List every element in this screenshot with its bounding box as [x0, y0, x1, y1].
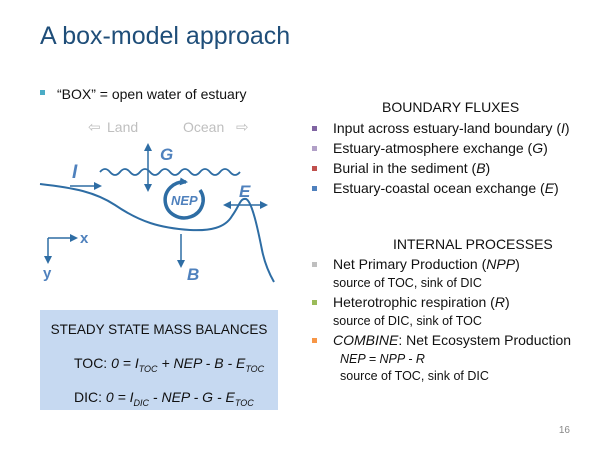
water-surface-wave [100, 169, 240, 175]
bullet-square [312, 338, 317, 343]
mass-balance-heading: STEADY STATE MASS BALANCES [40, 322, 278, 337]
internal-processes-heading: INTERNAL PROCESSES [393, 236, 553, 252]
list-item: COMBINE: Net Ecosystem Production [312, 332, 571, 352]
ocean-label: Ocean [183, 119, 224, 135]
i-label: I [72, 162, 78, 183]
list-item: Net Primary Production (NPP) [312, 256, 571, 276]
bullet-square [40, 90, 45, 95]
nep-equation: NEP = NPP - R [312, 352, 571, 369]
bullet-square [312, 166, 317, 171]
list-item: Heterotrophic respiration (R) [312, 294, 571, 314]
list-item: Estuary-atmosphere exchange (G) [312, 140, 570, 160]
bullet-square [312, 146, 317, 151]
estuary-box-diagram: ⇦ Land Ocean ⇨ G I NEP E B x y [0, 110, 300, 300]
land-label: Land [107, 119, 138, 135]
toc-balance-equation: TOC: 0 = ITOC + NEP - B - ETOC [74, 355, 264, 374]
boundary-fluxes-heading: BOUNDARY FLUXES [382, 99, 519, 115]
npp-note: source of TOC, sink of DIC [312, 276, 571, 294]
list-item: Estuary-coastal ocean exchange (E) [312, 180, 570, 200]
box-definition-bullet: “BOX” = open water of estuary [40, 86, 246, 102]
slide-title: A box-model approach [40, 22, 290, 51]
bullet-square [312, 186, 317, 191]
dic-balance-equation: DIC: 0 = IDIC - NEP - G - ETOC [74, 389, 254, 408]
internal-processes-list: Net Primary Production (NPP) source of T… [312, 256, 571, 386]
list-item: Input across estuary-land boundary (I) [312, 120, 570, 140]
nep-label: NEP [171, 193, 198, 208]
e-label: E [239, 182, 251, 201]
box-definition-text: “BOX” = open water of estuary [57, 86, 246, 102]
nep-note: source of TOC, sink of DIC [312, 369, 571, 386]
ocean-arrow-icon: ⇨ [236, 119, 249, 136]
land-arrow-icon: ⇦ [88, 119, 101, 136]
bullet-square [312, 262, 317, 267]
list-item: Burial in the sediment (B) [312, 160, 570, 180]
bullet-square [312, 300, 317, 305]
boundary-fluxes-list: Input across estuary-land boundary (I) E… [312, 120, 570, 200]
y-axis-label: y [43, 265, 52, 282]
page-number: 16 [559, 425, 570, 436]
b-label: B [187, 265, 199, 284]
g-label: G [160, 145, 173, 164]
respiration-note: source of DIC, sink of TOC [312, 314, 571, 332]
bullet-square [312, 126, 317, 131]
x-axis-label: x [80, 230, 89, 247]
